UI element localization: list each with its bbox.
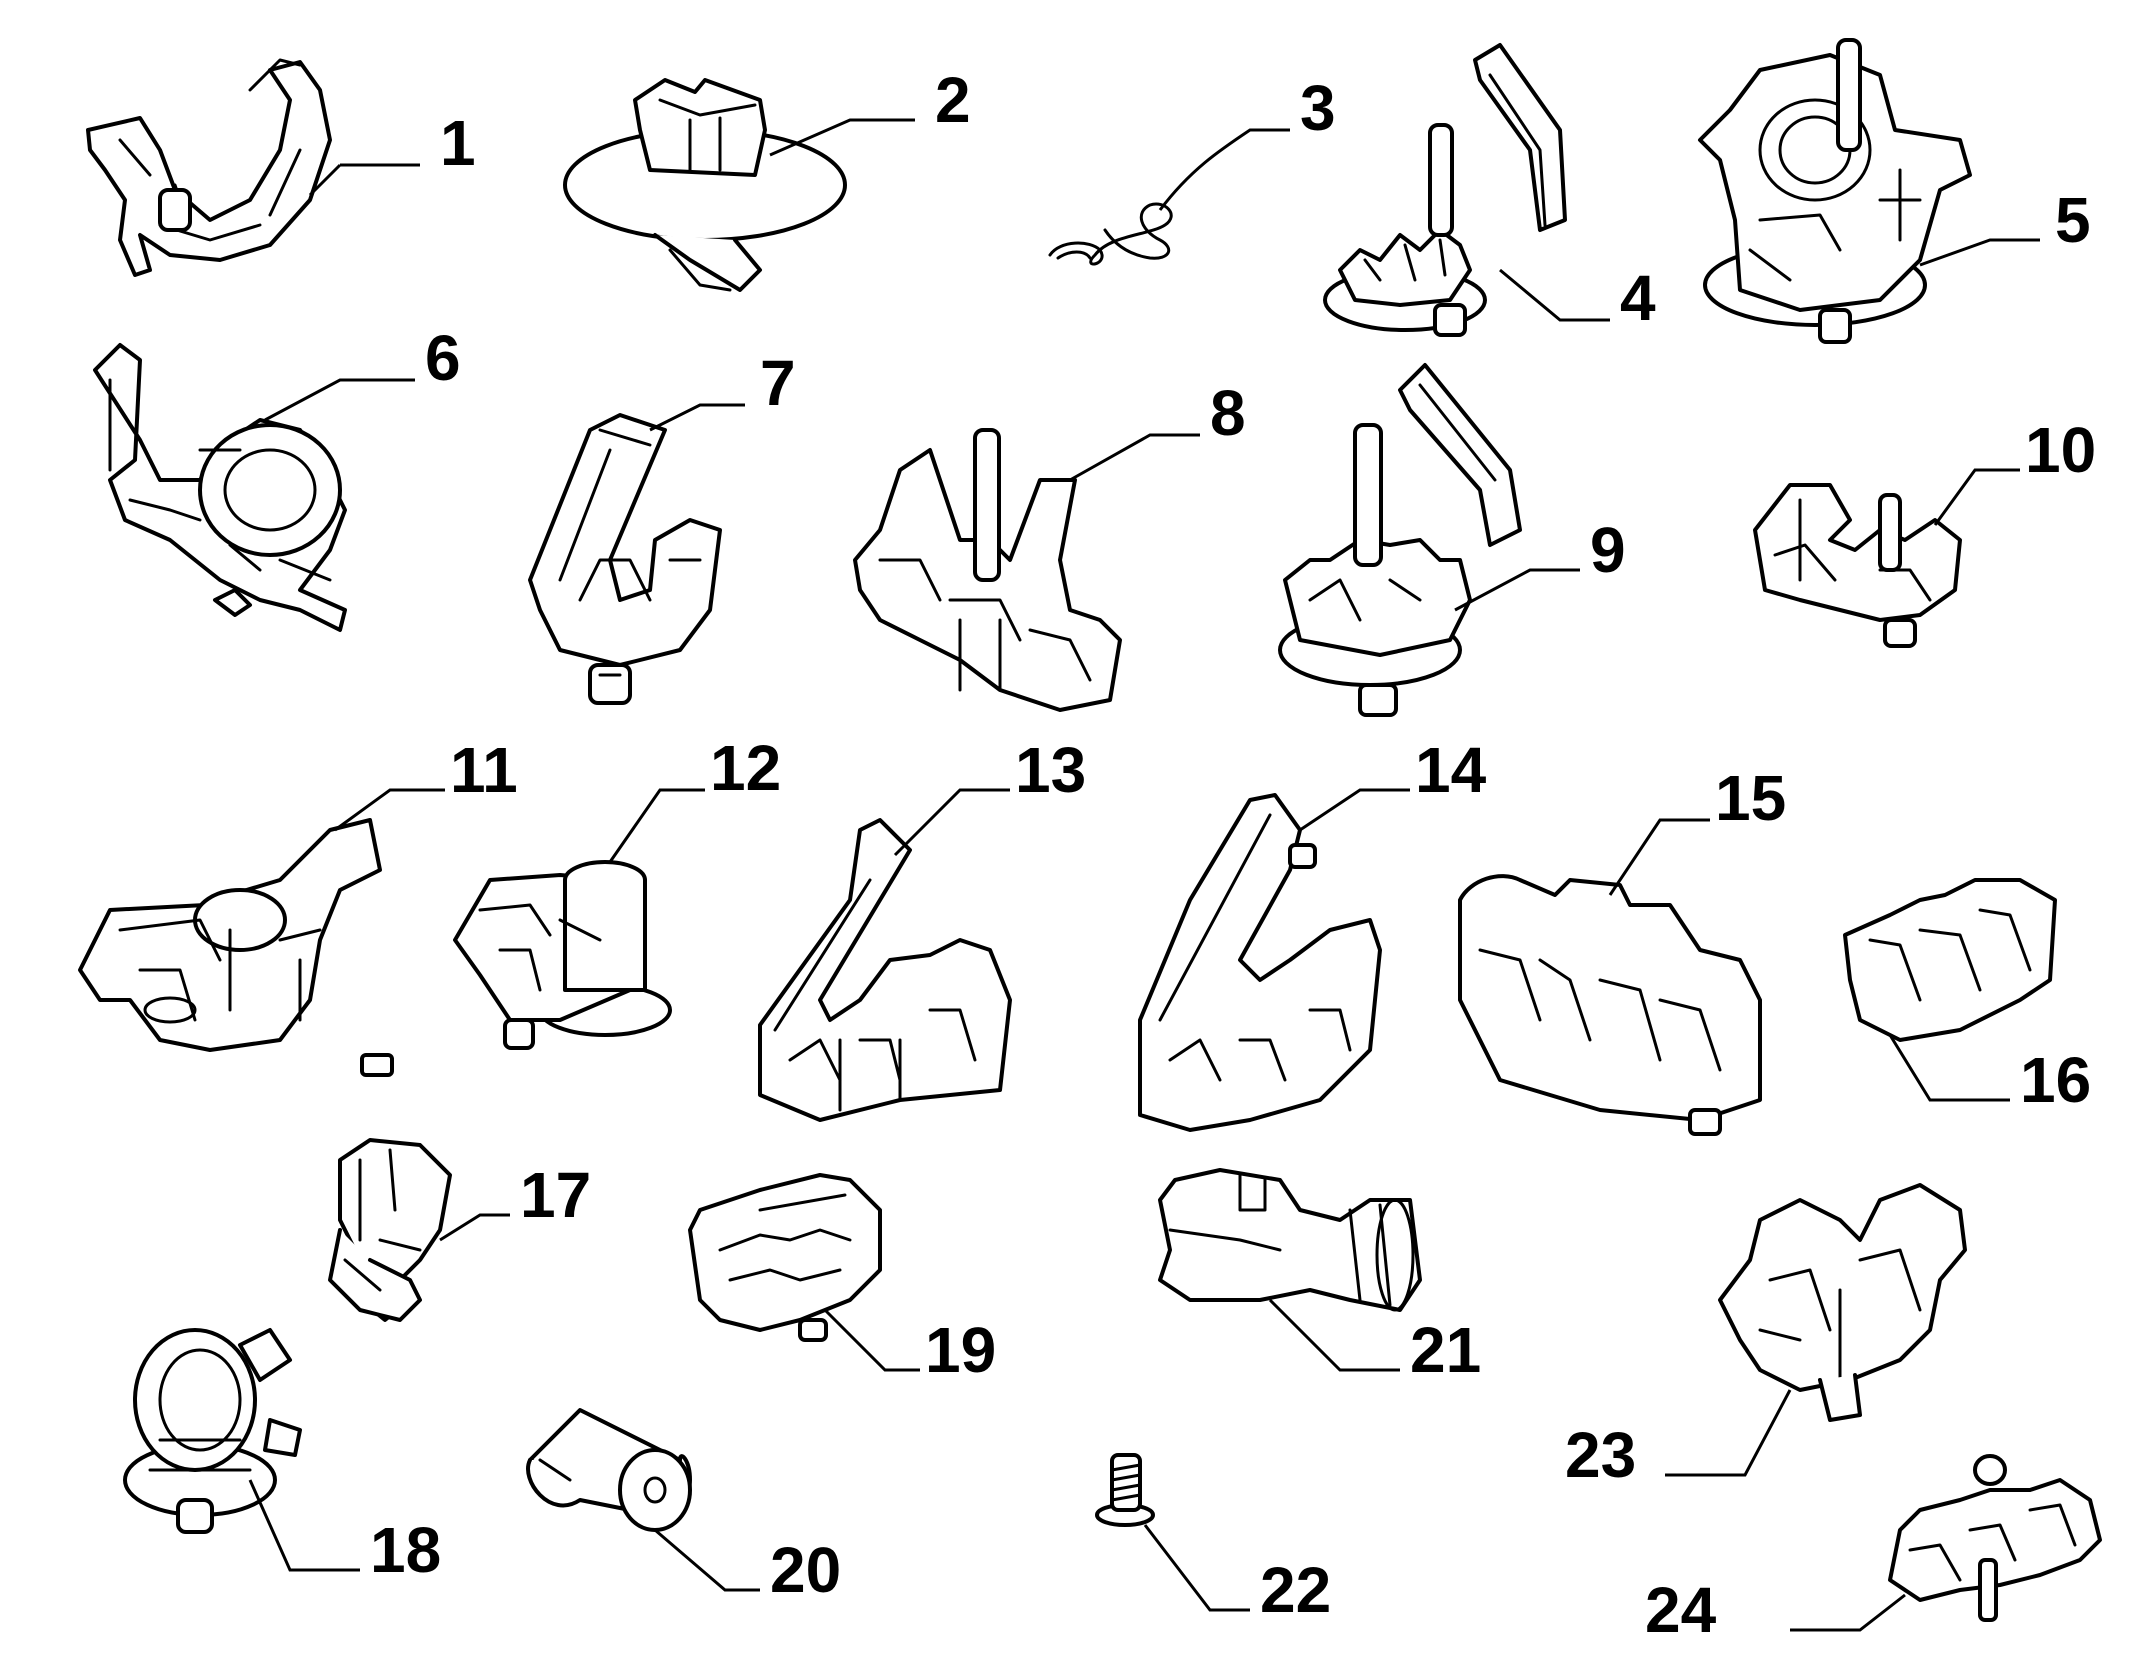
leader-12: [608, 788, 705, 863]
part-10-small-clip: [1753, 483, 1962, 648]
callout-19: 19: [925, 1314, 996, 1386]
leader-7: [649, 403, 745, 432]
callout-12: 12: [710, 732, 781, 804]
leader-6: [264, 378, 415, 422]
part-3-wire-clip: [1048, 202, 1173, 266]
callout-2: 2: [935, 64, 971, 136]
leader-2: [769, 118, 915, 157]
callout-8: 8: [1210, 377, 1246, 449]
part-21-elbow-connector: [1158, 1168, 1422, 1312]
callout-16: 16: [2020, 1044, 2091, 1116]
part-9-pin-clip: [1278, 363, 1522, 717]
part-20-bushing: [526, 1408, 692, 1532]
leader-23: [1665, 1389, 1792, 1477]
part-2-oval-clip: [563, 78, 847, 292]
part-13-triple-holder: [758, 818, 1012, 1122]
part-14-tall-holder: [1138, 793, 1382, 1132]
leader-24: [1790, 1593, 1906, 1632]
part-12-cylinder-clip: [453, 860, 672, 1050]
part-24-rail-clip: [1888, 1454, 2102, 1622]
callout-18: 18: [370, 1514, 441, 1586]
leader-21: [1268, 1298, 1400, 1372]
leader-8: [1069, 433, 1200, 482]
callout-24: 24: [1645, 1574, 1717, 1646]
part-5-round-holder: [1698, 38, 1972, 344]
leader-18: [248, 1479, 360, 1572]
callout-4: 4: [1620, 262, 1656, 334]
callout-9: 9: [1590, 514, 1626, 586]
leader-9: [1454, 568, 1580, 612]
leader-5: [1919, 238, 2040, 267]
leader-19: [823, 1308, 920, 1372]
part-7-clamp: [528, 413, 722, 705]
callout-13: 13: [1015, 734, 1086, 806]
leader-17: [439, 1213, 510, 1242]
part-15-triple-block: [1458, 874, 1762, 1136]
callout-17: 17: [520, 1159, 591, 1231]
part-4-pin-clip: [1323, 43, 1567, 337]
callout-6: 6: [425, 322, 461, 394]
callout-22: 22: [1260, 1554, 1331, 1626]
leader-20: [654, 1528, 760, 1592]
part-23-double-holder: [1718, 1183, 1967, 1422]
part-19-cradle-clip: [688, 1173, 882, 1342]
callout-21: 21: [1410, 1314, 1481, 1386]
part-11-saddle-holder: [78, 818, 382, 1052]
callout-3: 3: [1300, 72, 1336, 144]
part-17-split-ring: [328, 1053, 452, 1322]
callout-5: 5: [2055, 184, 2091, 256]
callout-10: 10: [2025, 414, 2096, 486]
leader-15: [1608, 818, 1710, 896]
callout-20: 20: [770, 1534, 841, 1606]
callout-15: 15: [1715, 762, 1786, 834]
leader-3: [1158, 128, 1290, 211]
leader-11: [334, 788, 445, 832]
callout-23: 23: [1565, 1419, 1636, 1491]
leader-13: [893, 788, 1010, 857]
part-1-bracket: [86, 58, 332, 277]
part-16-double-block: [1843, 878, 2057, 1042]
part-6-ring-clip: [93, 343, 347, 632]
leader-10: [1933, 468, 2020, 526]
callout-7: 7: [760, 347, 796, 419]
leader-4: [1499, 268, 1610, 322]
part-22-screw: [1095, 1453, 1155, 1527]
callout-14: 14: [1415, 734, 1487, 806]
part-8-multi-holder: [853, 428, 1122, 712]
part-18-round-clip: [123, 1328, 302, 1534]
callout-11: 11: [450, 734, 518, 806]
callout-1: 1: [440, 107, 476, 179]
leader-1b: [308, 163, 342, 197]
leader-22: [1143, 1524, 1250, 1612]
leader-14: [1299, 788, 1410, 832]
leader-16: [1888, 1034, 2010, 1102]
